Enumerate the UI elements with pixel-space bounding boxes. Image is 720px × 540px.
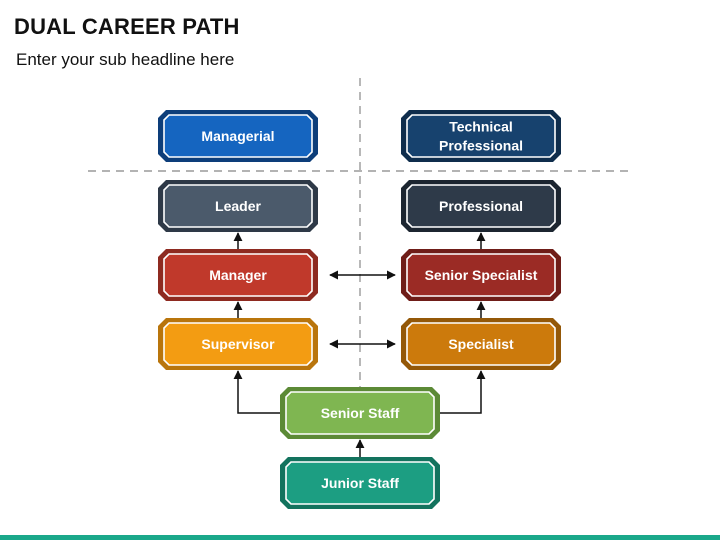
box-label: Managerial: [201, 128, 274, 144]
box-face: [406, 114, 556, 158]
box-label: Professional: [439, 138, 523, 154]
box-label: Manager: [209, 267, 267, 283]
box-managerial: Managerial: [158, 110, 318, 162]
box-supervisor: Supervisor: [158, 318, 318, 370]
box-professional: Professional: [401, 180, 561, 232]
box-face: [406, 253, 556, 297]
box-face: [163, 114, 313, 158]
box-label: Leader: [215, 198, 261, 214]
box-senior-staff: Senior Staff: [280, 387, 440, 439]
box-face: [406, 322, 556, 366]
box-senior-specialist: Senior Specialist: [401, 249, 561, 301]
box-specialist: Specialist: [401, 318, 561, 370]
box-label: Specialist: [448, 336, 514, 352]
box-label: Senior Staff: [321, 405, 400, 421]
accent-bar: [0, 535, 720, 540]
box-face: [163, 322, 313, 366]
box-label: Technical: [449, 119, 513, 135]
box-face: [285, 461, 435, 505]
page-subtitle: Enter your sub headline here: [16, 50, 235, 69]
box-label: Professional: [439, 198, 523, 214]
connector-arrows: [233, 232, 486, 457]
box-face: [406, 184, 556, 228]
box-manager: Manager: [158, 249, 318, 301]
box-label: Senior Specialist: [425, 267, 538, 283]
arrow-senior-staff-to-specialist: [440, 370, 486, 414]
page-title: DUAL CAREER PATH: [14, 14, 240, 39]
box-face: [163, 184, 313, 228]
box-label: Supervisor: [201, 336, 275, 352]
box-label: Junior Staff: [321, 475, 399, 491]
box-face: [163, 253, 313, 297]
box-face: [285, 391, 435, 435]
box-junior-staff: Junior Staff: [280, 457, 440, 509]
box-leader: Leader: [158, 180, 318, 232]
arrow-senior-staff-to-supervisor: [233, 370, 280, 414]
